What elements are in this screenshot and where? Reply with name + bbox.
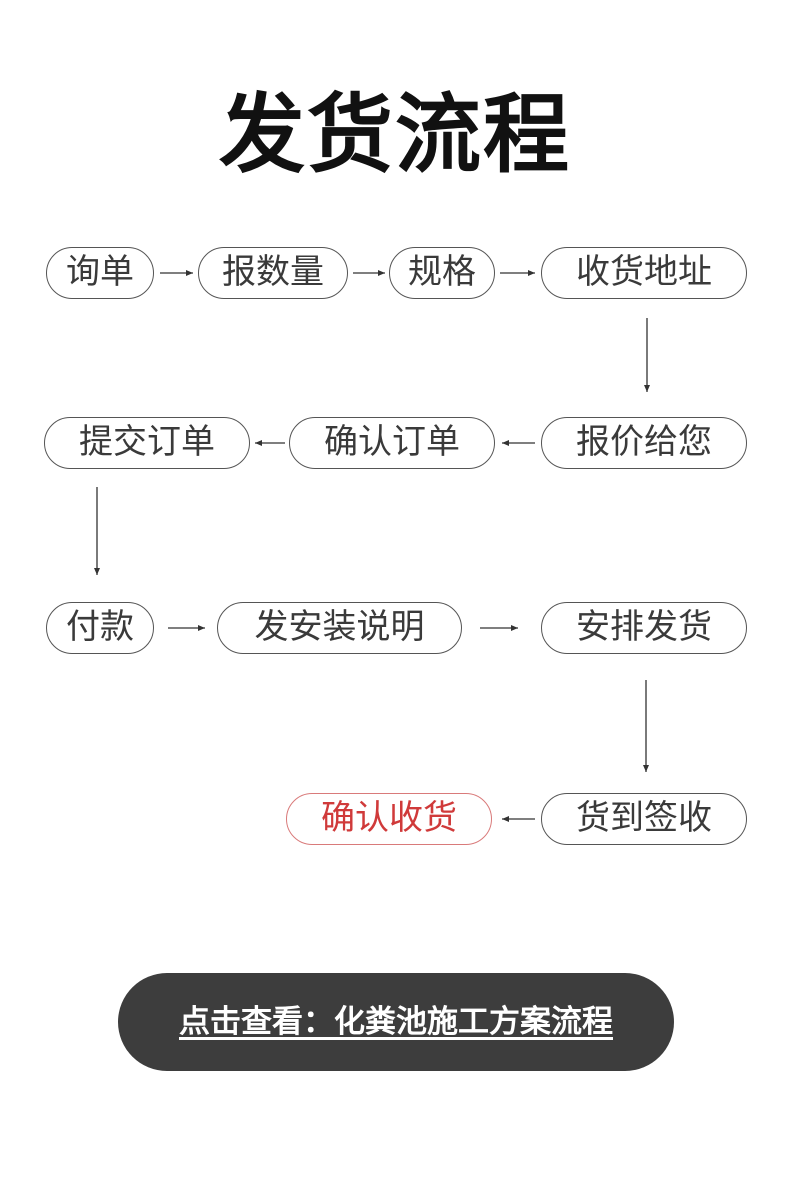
step-address: 收货地址 [541, 247, 747, 299]
step-confirm-order: 确认订单 [289, 417, 495, 469]
step-submit-order: 提交订单 [44, 417, 250, 469]
step-payment: 付款 [46, 602, 154, 654]
step-inquiry: 询单 [46, 247, 154, 299]
cta-label[interactable]: 点击查看：化粪池施工方案流程 [179, 1004, 613, 1040]
step-install-guide: 发安装说明 [217, 602, 462, 654]
step-sign: 货到签收 [541, 793, 747, 845]
step-confirm-receipt: 确认收货 [286, 793, 492, 845]
step-quote: 报价给您 [541, 417, 747, 469]
step-spec: 规格 [389, 247, 495, 299]
step-quantity: 报数量 [198, 247, 348, 299]
page-title: 发货流程 [219, 85, 571, 185]
step-arrange: 安排发货 [541, 602, 747, 654]
view-construction-flow-button[interactable]: 点击查看：化粪池施工方案流程 [118, 973, 674, 1071]
